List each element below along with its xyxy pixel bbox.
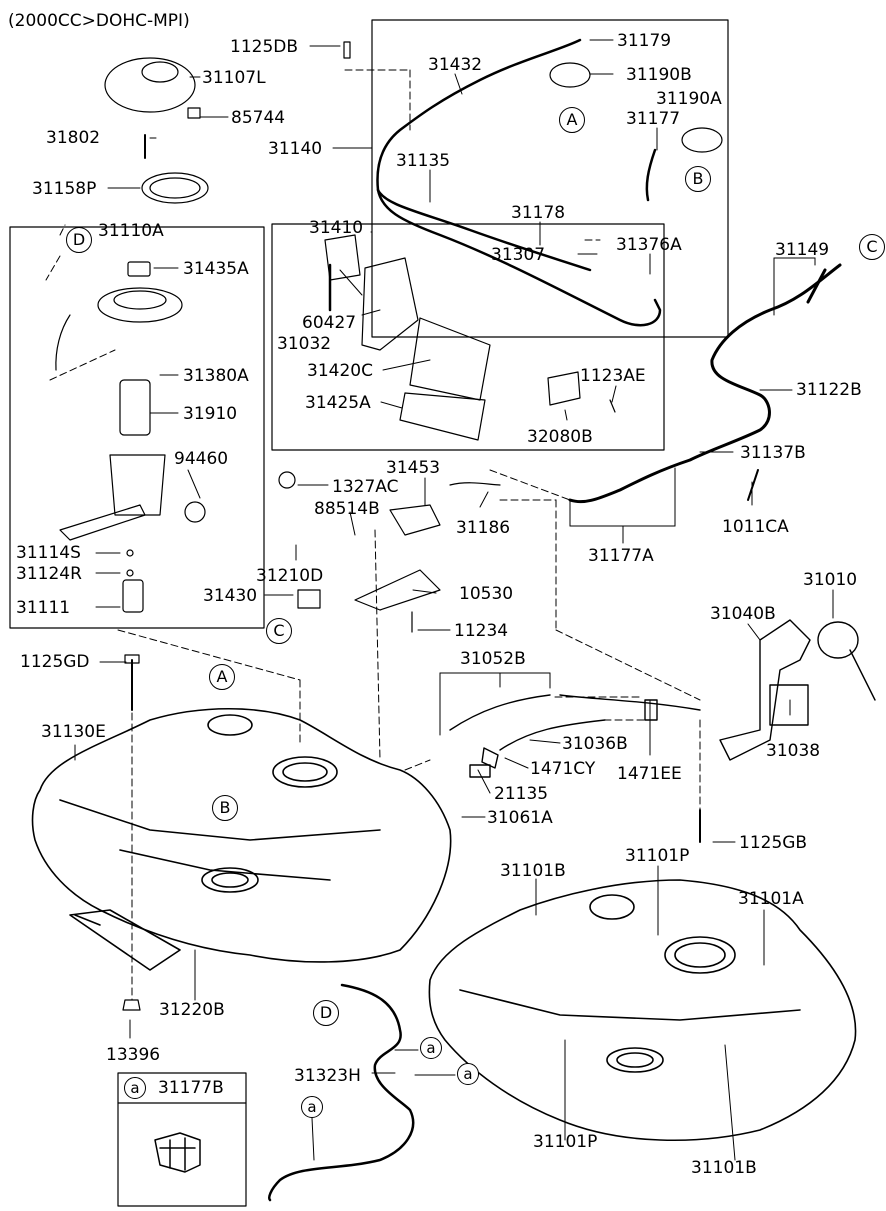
part-label-31149: 31149 — [775, 240, 830, 260]
part-label-1125DB: 1125DB — [230, 37, 299, 57]
part-label-88514B: 88514B — [314, 499, 380, 519]
part-label-31307: 31307 — [491, 245, 546, 265]
part-label-31420C: 31420C — [307, 361, 373, 381]
part-label-94460: 94460 — [174, 449, 229, 469]
part-label-31101P-top: 31101P — [625, 846, 690, 866]
ref-marker-c-upper: C — [859, 234, 885, 260]
ref-marker-b-upper: B — [685, 166, 711, 192]
ref-marker-a-lower: A — [209, 664, 235, 690]
part-label-31910: 31910 — [183, 404, 238, 424]
canister-parts — [325, 235, 615, 440]
part-label-10530: 10530 — [459, 584, 514, 604]
part-label-31040B: 31040B — [710, 604, 776, 624]
part-label-31210D: 31210D — [256, 566, 324, 586]
part-label-31453: 31453 — [386, 458, 441, 478]
legend-box — [118, 1073, 246, 1206]
part-label-1011CA: 1011CA — [722, 517, 789, 537]
ref-marker-d-upper: D — [66, 227, 92, 253]
fuel-tank-main — [33, 709, 451, 970]
part-label-31122B: 31122B — [796, 380, 862, 400]
part-label-31135: 31135 — [396, 151, 451, 171]
part-label-31432: 31432 — [428, 55, 483, 75]
part-label-31052B: 31052B — [460, 649, 526, 669]
vapor-hose-group-box — [372, 20, 728, 337]
part-label-31010: 31010 — [803, 570, 858, 590]
dashed-connection-lines — [46, 70, 700, 1000]
ref-marker-a-small-2: a — [457, 1063, 479, 1085]
part-label-31177A: 31177A — [588, 546, 654, 566]
top-cover-parts — [105, 42, 722, 203]
ref-marker-d-lower: D — [313, 1000, 339, 1026]
part-label-31178: 31178 — [511, 203, 566, 223]
canister-group-box — [272, 224, 664, 450]
part-label-60427: 60427 — [302, 313, 357, 333]
fuel-vapor-tube-31122B — [570, 265, 840, 502]
part-label-31111: 31111 — [16, 598, 71, 618]
engine-spec-header: (2000CC>DOHC-MPI) — [8, 11, 190, 31]
fuel-line-31323H — [269, 985, 455, 1200]
part-label-1125GB: 1125GB — [739, 833, 808, 853]
part-label-31107L: 31107L — [202, 68, 266, 88]
legend-marker-a: a — [124, 1077, 146, 1099]
part-label-31158P: 31158P — [32, 179, 97, 199]
part-label-31190B: 31190B — [626, 65, 692, 85]
part-label-1123AE: 1123AE — [580, 366, 646, 386]
ref-marker-c-lower: C — [266, 618, 292, 644]
part-label-31140: 31140 — [268, 139, 323, 159]
ref-marker-a-upper: A — [559, 107, 585, 133]
part-label-1471EE: 1471EE — [617, 764, 682, 784]
ref-marker-b-lower: B — [212, 795, 238, 821]
part-label-31101A: 31101A — [738, 889, 804, 909]
fuel-pump-group-box — [10, 227, 264, 628]
part-label-1471CY: 1471CY — [530, 759, 596, 779]
fuel-tank-secondary — [429, 880, 855, 1140]
part-label-31425A: 31425A — [305, 393, 371, 413]
part-label-31186: 31186 — [456, 518, 511, 538]
part-label-31190A: 31190A — [656, 89, 722, 109]
part-label-31380A: 31380A — [183, 366, 249, 386]
part-label-31114S: 31114S — [16, 543, 81, 563]
part-label-31038: 31038 — [766, 741, 821, 761]
part-label-11234: 11234 — [454, 621, 509, 641]
part-label-31179: 31179 — [617, 31, 672, 51]
part-label-21135: 21135 — [494, 784, 549, 804]
filler-neck-assembly — [450, 620, 875, 777]
part-label-31177: 31177 — [626, 109, 681, 129]
bolts — [123, 135, 758, 1010]
part-label-1125GD: 1125GD — [20, 652, 90, 672]
ref-marker-a-small-3: a — [301, 1096, 323, 1118]
part-label-31101B-bottom: 31101B — [691, 1158, 757, 1178]
vapor-hose-31140 — [330, 40, 660, 325]
part-label-1327AC: 1327AC — [332, 477, 399, 497]
part-label-31124R: 31124R — [16, 564, 82, 584]
part-label-13396: 13396 — [106, 1045, 161, 1065]
ref-marker-a-small-1: a — [420, 1037, 442, 1059]
middle-parts — [279, 472, 500, 632]
part-label-31110A: 31110A — [98, 221, 164, 241]
part-label-31220B: 31220B — [159, 1000, 225, 1020]
clip-31177B-illustration — [155, 1133, 200, 1172]
legend-part-31177B: 31177B — [158, 1078, 224, 1098]
part-label-31036B: 31036B — [562, 734, 628, 754]
part-label-31435A: 31435A — [183, 259, 249, 279]
part-label-31430: 31430 — [203, 586, 258, 606]
part-label-85744: 85744 — [231, 108, 286, 128]
part-label-31137B: 31137B — [740, 443, 806, 463]
part-label-31376A: 31376A — [616, 235, 682, 255]
part-label-31130E: 31130E — [41, 722, 106, 742]
part-label-31101P-bottom: 31101P — [533, 1132, 598, 1152]
part-label-31061A: 31061A — [487, 808, 553, 828]
part-label-31101B-top: 31101B — [500, 861, 566, 881]
part-label-31032: 31032 — [277, 334, 332, 354]
part-label-31802: 31802 — [46, 128, 101, 148]
part-label-32080B: 32080B — [527, 427, 593, 447]
part-label-31323H: 31323H — [294, 1066, 361, 1086]
leader-lines — [75, 40, 833, 1160]
fuel-pump-assembly — [56, 262, 205, 612]
part-label-31410: 31410 — [309, 218, 364, 238]
